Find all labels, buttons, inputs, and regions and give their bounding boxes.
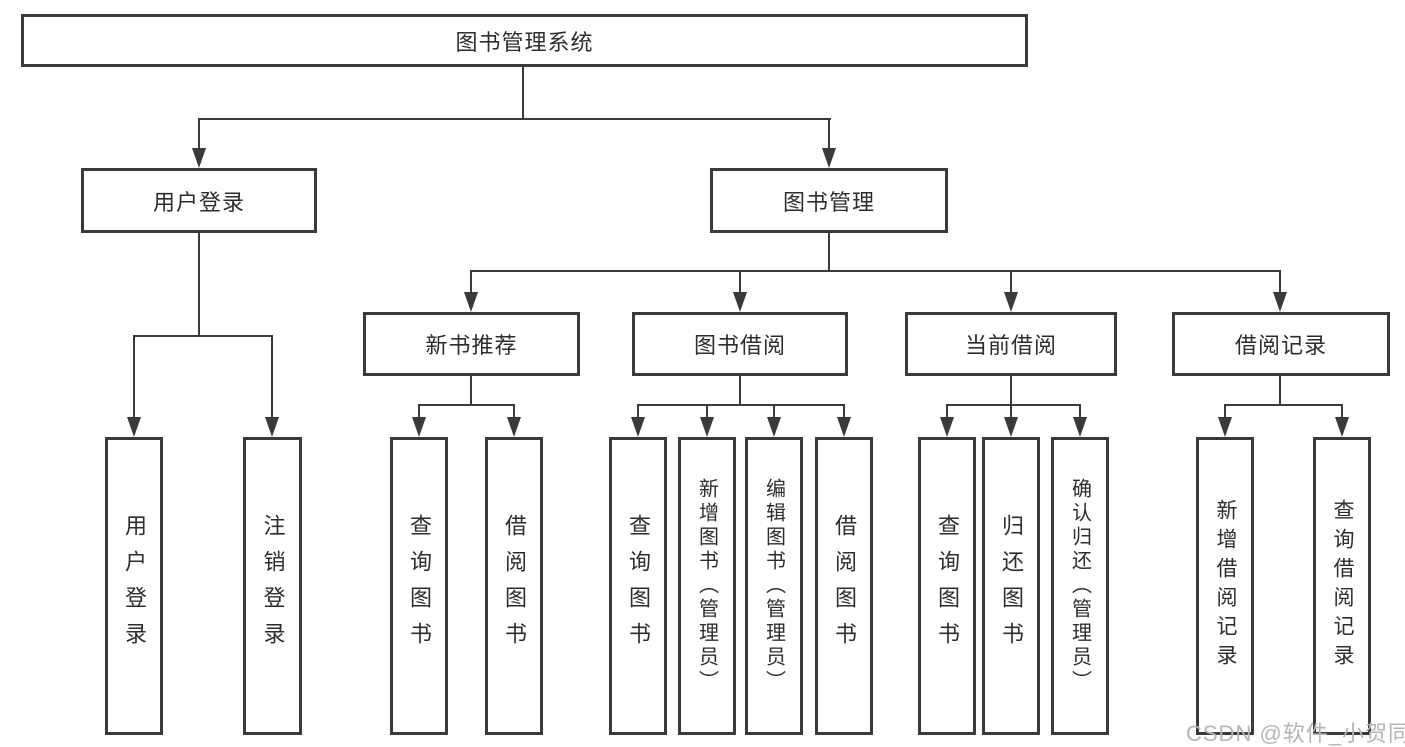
- arrow-down-icon: [837, 417, 851, 437]
- arrow-down-icon: [192, 148, 206, 168]
- connector-line: [522, 67, 524, 118]
- arrow-down-icon: [1004, 417, 1018, 437]
- connector-line: [198, 118, 200, 150]
- connector-line: [706, 404, 708, 419]
- arrow-down-icon: [822, 148, 836, 168]
- connector-line: [1224, 404, 1343, 406]
- node-root-system: 图书管理系统: [21, 14, 1028, 67]
- connector-line: [946, 404, 1081, 406]
- connector-line: [1010, 404, 1012, 419]
- node-user-login: 用户登录: [81, 168, 317, 233]
- arrow-down-icon: [1335, 417, 1349, 437]
- connector-line: [843, 404, 845, 419]
- connector-line: [946, 404, 948, 419]
- arrow-down-icon: [1218, 417, 1232, 437]
- leaf-borrowing-borrow-books: 借阅图书: [815, 437, 873, 735]
- csdn-watermark: CSDN @软件_小贺同学: [1186, 721, 1405, 746]
- connector-line: [418, 404, 420, 419]
- leaf-current-confirm-return-admin: 确认归还（管理员）: [1051, 437, 1109, 735]
- connector-line: [828, 118, 830, 150]
- leaf-borrowing-query-books: 查询图书: [609, 437, 667, 735]
- connector-line: [418, 404, 515, 406]
- connector-line: [133, 335, 135, 419]
- leaf-borrowing-add-books-admin: 新增图书（管理员）: [678, 437, 736, 735]
- connector-line: [637, 404, 639, 419]
- arrow-down-icon: [940, 417, 954, 437]
- connector-line: [1224, 404, 1226, 419]
- connector-line: [1010, 270, 1012, 294]
- arrow-down-icon: [1073, 417, 1087, 437]
- arrow-down-icon: [507, 417, 521, 437]
- arrow-down-icon: [265, 417, 279, 437]
- connector-line: [198, 118, 831, 120]
- node-new-book-recommend: 新书推荐: [363, 312, 580, 376]
- node-borrowing-records: 借阅记录: [1172, 312, 1390, 376]
- connector-line: [739, 376, 741, 406]
- leaf-borrowing-edit-books-admin: 编辑图书（管理员）: [745, 437, 803, 735]
- leaf-recommend-query-books: 查询图书: [390, 437, 448, 735]
- node-current-borrowing: 当前借阅: [905, 312, 1117, 376]
- arrow-down-icon: [700, 417, 714, 437]
- leaf-user-login: 用户登录: [105, 437, 163, 735]
- connector-line: [198, 233, 200, 337]
- arrow-down-icon: [127, 417, 141, 437]
- connector-line: [637, 404, 845, 406]
- connector-line: [739, 270, 741, 294]
- leaf-logout: 注销登录: [243, 437, 302, 735]
- leaf-records-query-record: 查询借阅记录: [1313, 437, 1371, 735]
- arrow-down-icon: [412, 417, 426, 437]
- connector-line: [271, 335, 273, 419]
- connector-line: [1341, 404, 1343, 419]
- arrow-down-icon: [1273, 292, 1287, 312]
- connector-line: [773, 404, 775, 419]
- connector-line: [513, 404, 515, 419]
- connector-line: [1279, 270, 1281, 294]
- arrow-down-icon: [464, 292, 478, 312]
- connector-line: [1279, 376, 1281, 406]
- leaf-current-return-books: 归还图书: [982, 437, 1040, 735]
- node-book-borrowing: 图书借阅: [632, 312, 848, 376]
- connector-line: [133, 335, 273, 337]
- leaf-recommend-borrow-books: 借阅图书: [485, 437, 543, 735]
- connector-line: [470, 270, 472, 294]
- arrow-down-icon: [1004, 292, 1018, 312]
- arrow-down-icon: [733, 292, 747, 312]
- node-book-management: 图书管理: [710, 168, 948, 233]
- arrow-down-icon: [767, 417, 781, 437]
- connector-line: [1010, 376, 1012, 406]
- leaf-current-query-books: 查询图书: [918, 437, 976, 735]
- connector-line: [828, 233, 830, 272]
- leaf-records-add-record: 新增借阅记录: [1196, 437, 1254, 735]
- arrow-down-icon: [631, 417, 645, 437]
- connector-line: [1079, 404, 1081, 419]
- connector-line: [470, 270, 1281, 272]
- connector-line: [470, 376, 472, 406]
